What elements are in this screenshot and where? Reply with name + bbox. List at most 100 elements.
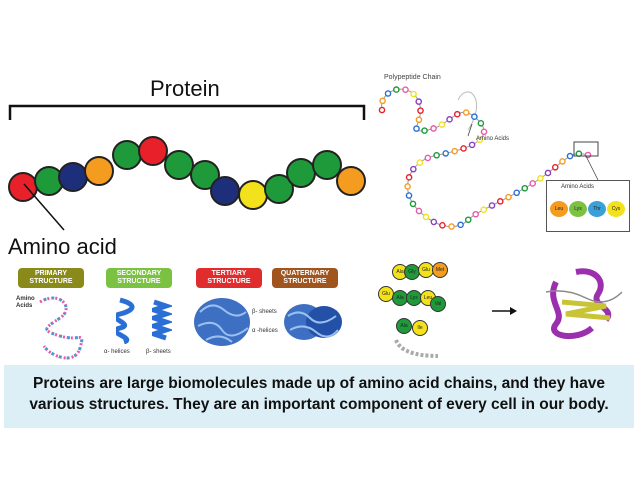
protein-title: Protein: [150, 76, 220, 101]
tertiary-structure-blob: [194, 298, 250, 346]
amino-acid-bead: [58, 162, 88, 192]
polypeptide-dot: [410, 165, 417, 173]
polypeptide-dot: [457, 221, 464, 229]
beta-sheet-icon: [152, 299, 172, 341]
polypeptide-dot: [393, 86, 400, 93]
polypeptide-dot: [464, 216, 472, 224]
polypeptide-dot: [438, 121, 446, 128]
amino-acid-bead: [264, 174, 294, 204]
polypeptide-dot: [566, 152, 574, 160]
amino-acid-bead: [238, 180, 268, 210]
polypeptide-dot: [451, 147, 459, 155]
polypeptide-dot: [537, 175, 544, 182]
polypeptide-dot: [379, 97, 386, 105]
polypeptide-dot: [433, 151, 440, 159]
polypeptide-dot: [430, 125, 437, 132]
polypeptide-dot: [480, 206, 488, 214]
polypeptide-dot: [559, 158, 566, 165]
polypeptide-dot: [488, 202, 496, 209]
polypeptide-dot: [453, 110, 461, 118]
primary-structure-squiggle: [39, 296, 84, 360]
amino-acid-label: Amino acid: [8, 234, 117, 259]
structure-tag-line1: PRIMARY: [34, 270, 68, 277]
structure-tag-line1: TERTIARY: [211, 270, 247, 277]
polypeptide-dot: [430, 218, 438, 226]
primary-amino-label-2: Acids: [16, 303, 33, 309]
polypeptide-dot: [551, 163, 559, 171]
polypeptide-dot: [405, 192, 413, 199]
polypeptide-dot: [416, 159, 424, 166]
polypeptide-dot: [477, 119, 485, 127]
amino-acid-bead: [210, 176, 240, 206]
amino-acid-bead: [112, 140, 142, 170]
polypeptide-dot: [505, 193, 512, 201]
polypeptide-dot: [384, 90, 392, 97]
polypeptide-dot: [415, 98, 423, 105]
amino-acid-bead: [138, 136, 168, 166]
fold-bead: Lys: [406, 290, 422, 306]
tertiary-beta-label: β- sheets: [252, 309, 277, 315]
structure-tag-line1: SECONDARY: [116, 270, 162, 277]
polypeptide-dot: [496, 198, 504, 205]
polypeptide-dot: [448, 223, 455, 230]
quaternary-structure-blob: [284, 304, 342, 340]
polypeptide-chain-diagram: [378, 86, 599, 230]
polypeptide-dot: [424, 154, 432, 162]
caption-box: Proteins are large biomolecules made up …: [4, 365, 634, 428]
alpha-helix-icon: [116, 297, 135, 344]
polypeptide-dot: [472, 210, 479, 218]
structure-tag-line2: STRUCTURE: [283, 278, 327, 285]
inset-bead: Leu: [550, 201, 568, 217]
polypeptide-dot: [439, 222, 446, 229]
polypeptide-dot: [471, 113, 478, 121]
inset-label: Amino Acids: [561, 184, 595, 190]
polypeptide-dot: [442, 150, 450, 157]
polypeptide-dot: [446, 116, 453, 123]
fold-bead: Ile: [412, 320, 428, 336]
tertiary-alpha-label: α -helices: [252, 328, 278, 334]
polypeptide-dot: [462, 109, 470, 116]
beta-sheets-label: β- sheets: [146, 349, 171, 355]
polypeptide-dot: [544, 169, 552, 177]
polypeptide-dot: [410, 90, 417, 98]
inset-bead: Lys: [569, 201, 587, 217]
polypeptide-title: Polypeptide Chain: [384, 74, 441, 81]
protein-bracket: [8, 104, 366, 120]
polypeptide-dot: [460, 145, 467, 152]
fold-bead: Val: [430, 296, 446, 312]
caption-text: Proteins are large biomolecules made up …: [29, 375, 609, 413]
inset-bead: Thr: [588, 201, 606, 217]
polypeptide-dot: [402, 86, 409, 93]
amino-acid-bead: [84, 156, 114, 186]
polypeptide-amino-acids-label: Amino Acids: [476, 136, 510, 142]
polypeptide-dot: [529, 180, 536, 187]
inset-bead: Cys: [607, 201, 625, 217]
arrow-icon: [492, 307, 517, 315]
structure-tag-line2: STRUCTURE: [207, 278, 251, 285]
polypeptide-dot: [480, 128, 488, 136]
amino-acid-pointer-line: [23, 183, 65, 231]
amino-acid-bead: [336, 166, 366, 196]
polypeptide-dot: [521, 184, 529, 192]
amino-acid-bead: [190, 160, 220, 190]
folded-protein-ribbon: [545, 268, 623, 340]
polypeptide-dot: [422, 213, 430, 221]
polypeptide-dot: [421, 127, 428, 134]
polypeptide-dot: [405, 174, 413, 181]
fold-tail: [394, 339, 439, 358]
alpha-helices-label: α- helices: [104, 349, 130, 355]
structure-tag-line1: QUATERNARY: [280, 270, 330, 277]
polypeptide-dot: [417, 107, 424, 114]
fold-bead: Ala: [396, 318, 412, 334]
structure-tag-line2: STRUCTURE: [29, 278, 73, 285]
structure-tag-line2: STRUCTURE: [117, 278, 161, 285]
polypeptide-dot: [409, 200, 417, 208]
polypeptide-dot: [476, 136, 484, 144]
polypeptide-dot: [413, 125, 420, 132]
polypeptide-dot: [415, 207, 423, 215]
